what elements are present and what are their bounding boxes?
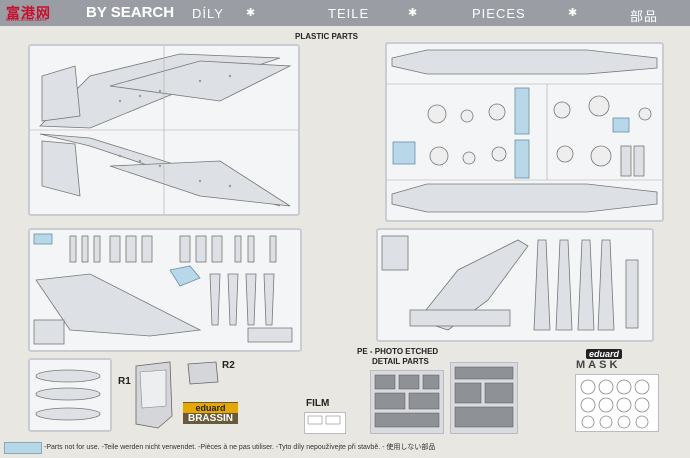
sprue-small-parts [28, 228, 302, 352]
label-teile: TEILE [328, 6, 370, 21]
sprue-drop-tanks [28, 358, 112, 432]
brassin-logo: eduard BRASSIN [183, 402, 238, 424]
label-japanese: 部品 [630, 9, 659, 24]
pe-fret-2 [450, 362, 518, 434]
film-label: FILM [306, 398, 330, 409]
resin-seat-part [130, 356, 176, 432]
wing-parts-drawing [30, 46, 298, 214]
film-drawing [307, 415, 341, 425]
unused-parts-swatch [4, 442, 42, 454]
star-icon: ✱ [246, 7, 256, 19]
mask-brand: eduard [586, 349, 623, 359]
film-sheet [304, 412, 346, 434]
footer-legend: -Parts not for use. -Teile werden nicht … [0, 440, 690, 458]
mask-title: MASK [576, 359, 621, 371]
wing-tanks-drawing [381, 235, 639, 331]
star-icon: ✱ [568, 7, 578, 19]
pe-title-line2: DETAIL PARTS [372, 357, 429, 366]
label-dily: DÍLY [192, 6, 224, 21]
mask-drawing [580, 379, 650, 429]
small-parts-drawing [33, 233, 293, 345]
resin-label-r2: R2 [222, 360, 235, 371]
pe-fret-1 [370, 370, 444, 434]
brassin-brand-top: eduard [183, 403, 238, 413]
site-logo[interactable]: 富港网 [6, 5, 51, 21]
header-title: BY SEARCH [86, 4, 175, 21]
resin-label-r1: R1 [118, 376, 131, 387]
resin-panel-part [186, 360, 220, 386]
unused-parts-note: -Parts not for use. -Teile werden nicht … [44, 444, 436, 451]
sprue-wing-tanks [376, 228, 654, 342]
mask-logo: eduard MASK [576, 349, 648, 373]
star-icon: ✱ [408, 7, 418, 19]
site-url[interactable]: www.shou.com [6, 17, 47, 23]
sprue-wings-a [28, 44, 300, 216]
sprue-fuselage [385, 42, 664, 222]
brassin-brand-bottom: BRASSIN [187, 413, 233, 424]
mask-sheet [575, 374, 659, 432]
drop-tanks-drawing [35, 369, 101, 421]
pe-fret-2-drawing [454, 366, 514, 428]
pe-title-line1: PE - PHOTO ETCHED [357, 347, 439, 356]
header-bar: 富港网 www.shou.com BY SEARCH DÍLY ✱ TEILE … [0, 0, 690, 26]
label-pieces: PIECES [472, 6, 526, 21]
ejection-seat-drawing [135, 361, 173, 429]
resin-panel-drawing [187, 361, 219, 385]
plastic-parts-title: PLASTIC PARTS [295, 32, 358, 41]
pe-fret-1-drawing [374, 374, 440, 428]
fuselage-parts-drawing [387, 49, 662, 213]
